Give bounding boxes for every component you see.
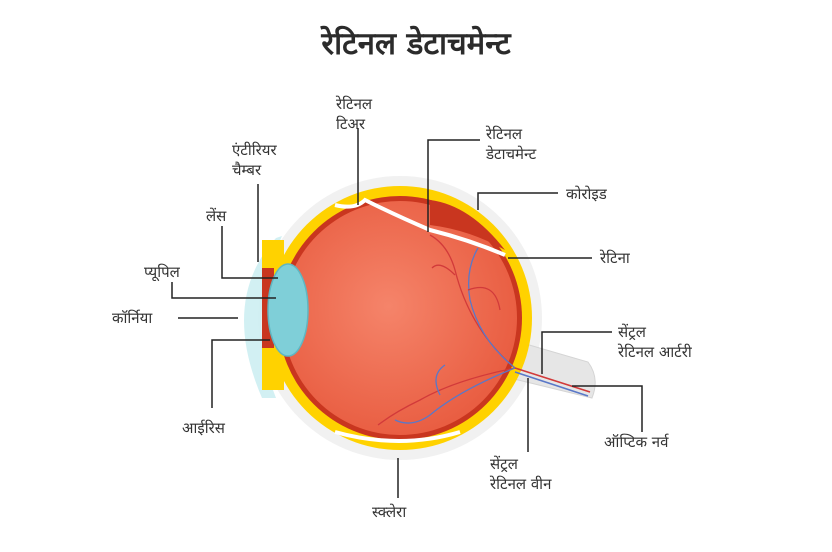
cornea (244, 236, 282, 398)
label-cornea: कॉर्निया (112, 309, 153, 327)
eye-interior (283, 201, 517, 435)
leader-pupil (171, 282, 276, 299)
optic-nerve (509, 339, 596, 399)
detached-retina-region (430, 200, 505, 250)
label-iris: आईरिस (182, 419, 225, 437)
leader-retinal-detachment (427, 139, 480, 232)
leader-optic-nerve (572, 385, 643, 432)
leader-iris (211, 339, 270, 408)
label-optic-nerve: ऑप्टिक नर्व (604, 433, 669, 451)
leader-lens (221, 226, 278, 279)
label-sclera: स्क्लेरा (372, 503, 407, 521)
leader-central-retinal-artery (541, 331, 612, 374)
label-choroid: कोरोइड (566, 185, 607, 203)
leader-choroid (477, 192, 558, 210)
label-retina: रेटिना (600, 249, 630, 267)
iris-lower (262, 340, 284, 390)
retina-line-lower (334, 430, 461, 443)
retinal-vessels (377, 234, 591, 426)
leader-lines (171, 128, 643, 498)
page-title: रेटिनल डेटाचमेन्ट (321, 26, 511, 62)
lens (267, 263, 309, 357)
retina-line (334, 197, 506, 257)
label-lens: लेंस (206, 207, 227, 225)
label-pupil: प्यूपिल (144, 263, 180, 281)
